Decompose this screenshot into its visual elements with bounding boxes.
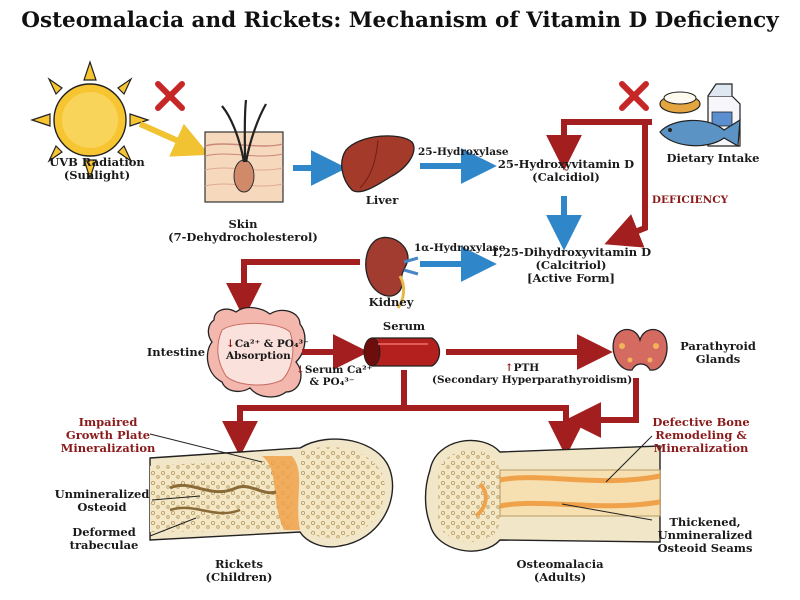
- liver-icon: [341, 135, 415, 193]
- parathyroid-label: Parathyroid Glands: [680, 339, 756, 367]
- blocked-x-icon: [155, 81, 185, 111]
- osteomalacia-label: Osteomalacia (Adults): [516, 557, 604, 585]
- serum-ca-label: ↓Serum Ca²⁺ & PO₄³⁻: [296, 364, 373, 389]
- blood-vessel-icon: [363, 337, 441, 367]
- serum-label: Serum: [382, 319, 426, 333]
- impaired-label: Impaired Growth Plate Mineralization: [60, 415, 156, 456]
- defective-label: Defective Bone Remodeling & Mineralizati…: [652, 415, 750, 456]
- osteomalacia-bone-icon: [424, 439, 661, 552]
- deformed-label: Deformed trabeculae: [69, 525, 139, 553]
- rickets-label: Rickets (Children): [205, 557, 273, 585]
- calcitriol-label: 1,25-Dihydroxyvitamin D (Calcitriol) [Ac…: [490, 245, 652, 286]
- liver-label: Liver: [365, 193, 399, 207]
- sun-icon: [30, 60, 150, 180]
- kidney-label: Kidney: [368, 295, 414, 309]
- dietary-label: Dietary Intake: [666, 151, 760, 165]
- skin-label: Skin (7-Dehydrocholesterol): [168, 217, 318, 245]
- thickened-label: Thickened, Unmineralized Osteoid Seams: [657, 515, 753, 556]
- skin-cross-section-icon: [204, 99, 284, 203]
- unmineralized-label: Unmineralized Osteoid: [54, 487, 150, 515]
- intestine-icon: [206, 306, 306, 398]
- calcidiol-label: 25-Hydroxyvitamin D (Calcidiol): [497, 157, 635, 185]
- deficiency-label: DEFICIENCY: [651, 194, 729, 206]
- hydroxylase1a-label: 1α-Hydroxylase: [414, 242, 506, 254]
- kidney-icon: [365, 236, 419, 309]
- food-dairy-fish-icon: [659, 83, 741, 147]
- pth-label: ↑PTH (Secondary Hyperparathyroidism): [432, 362, 633, 387]
- hydroxylase25-label: 25-Hydroxylase: [418, 146, 509, 158]
- rickets-bone-icon: [149, 438, 394, 548]
- parathyroid-icon: [612, 328, 668, 371]
- intestine-label: Intestine: [146, 345, 206, 359]
- page-title: Osteomalacia and Rickets: Mechanism of V…: [21, 8, 779, 33]
- absorption-label: ↓Ca²⁺ & PO₄³⁻ Absorption: [226, 338, 309, 363]
- blocked-x-icon: [619, 81, 649, 111]
- uvb-label: UVB Radiation (Sunlight): [49, 155, 145, 183]
